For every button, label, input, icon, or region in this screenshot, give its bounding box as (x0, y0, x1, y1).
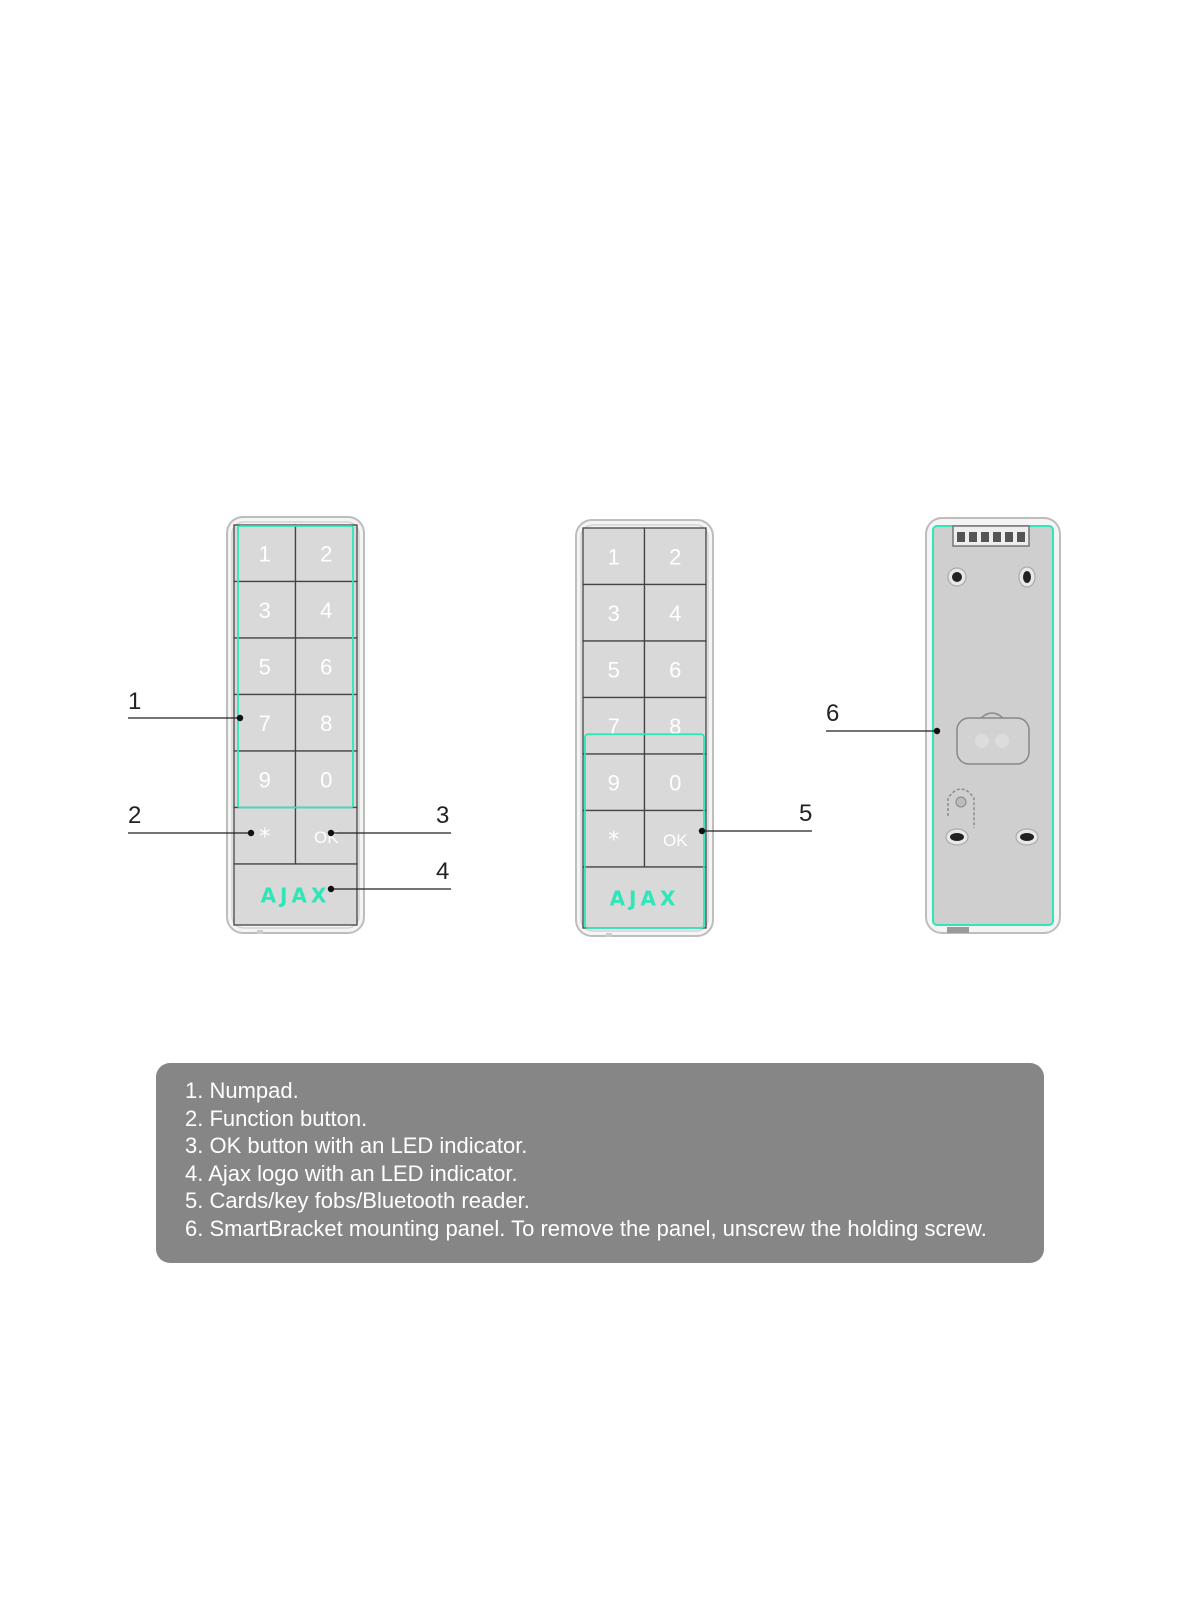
callout-dot (327, 885, 335, 893)
digit-key-label: 7 (608, 714, 620, 739)
front-view-device: 1 2 3 4 5 6 7 8 9 0 * OK AJAX (226, 516, 365, 934)
ajax-logo: AJAX (610, 887, 680, 911)
function-key (233, 806, 297, 865)
ok-key (643, 809, 707, 868)
casing-nub (257, 930, 263, 934)
digit-key-label: 5 (259, 654, 271, 679)
digit-key-label: 2 (320, 541, 332, 566)
function-key-label: * (608, 828, 619, 853)
callout-number: 6 (826, 700, 839, 727)
screw-hole-center (950, 833, 964, 841)
digit-key (643, 696, 707, 755)
callout-number: 3 (436, 802, 449, 829)
casing-nub (606, 933, 612, 937)
digit-key-label: 7 (259, 711, 271, 736)
ok-key-label: OK (314, 828, 339, 847)
digit-key-label: 8 (320, 711, 332, 736)
callout-number: 5 (799, 800, 812, 827)
callout-dot (236, 714, 244, 722)
connector-pin (993, 532, 1001, 542)
mounting-slot-icon (956, 717, 1030, 765)
function-key-label: * (259, 825, 270, 850)
function-key (582, 809, 646, 868)
slot-dot (995, 734, 1009, 748)
callouts: 1 2 3 4 5 6 (128, 688, 941, 893)
connector-pin (1017, 532, 1025, 542)
logo-panel (233, 863, 358, 926)
legend-item: 3. OK button with an LED indicator. (185, 1133, 528, 1159)
digit-key-label: 1 (259, 541, 271, 566)
digit-key (582, 527, 646, 586)
digit-key-label: 3 (259, 598, 271, 623)
legend-item: 4. Ajax logo with an LED indicator. (185, 1160, 518, 1186)
callout-dot (327, 829, 335, 837)
legend-item: 1. Numpad. (185, 1078, 299, 1103)
legend-panel: 1. Numpad. 2. Function button. 3. OK but… (156, 1063, 1044, 1263)
digit-key-label: 5 (608, 657, 620, 682)
digit-key (233, 524, 297, 583)
callout-number: 2 (128, 802, 141, 829)
digit-key-label: 0 (320, 767, 332, 792)
legend-item: 5. Cards/key fobs/Bluetooth reader. (185, 1188, 530, 1214)
legend-item: 2. Function button. (185, 1105, 368, 1131)
digit-key-label: 3 (608, 601, 620, 626)
digit-key (582, 583, 646, 642)
digit-key (294, 750, 358, 809)
callout-dot (933, 727, 941, 735)
digit-key (582, 640, 646, 699)
ajax-logo: AJAX (261, 884, 331, 908)
digit-key-label: 1 (608, 544, 620, 569)
digit-key-label: 4 (669, 601, 681, 626)
digit-key (582, 696, 646, 755)
slot-arc (980, 712, 1004, 719)
digit-key (643, 527, 707, 586)
callout-number: 1 (128, 688, 141, 715)
connector-pin (957, 532, 965, 542)
screw-hole-center (1023, 571, 1031, 583)
front-view-device-reader: 1 2 3 4 5 6 7 8 9 0 * OK AJAX (575, 519, 714, 937)
legend-list: 1. Numpad. 2. Function button. 3. OK but… (185, 1077, 1028, 1243)
screw-hole-center (1020, 833, 1034, 841)
digit-key-label: 8 (669, 714, 681, 739)
digit-key (233, 693, 297, 752)
legend-item: 6. SmartBracket mounting panel. To remov… (185, 1215, 987, 1241)
connector-pin (981, 532, 989, 542)
callout-dot (247, 829, 255, 837)
digit-key-label: 9 (608, 770, 620, 795)
digit-key (643, 753, 707, 812)
holding-screw (955, 796, 967, 808)
numpad-highlight (237, 525, 354, 809)
digit-key-label: 4 (320, 598, 332, 623)
digit-key (233, 637, 297, 696)
callout-number: 4 (436, 858, 449, 885)
screw-hole-center (952, 572, 962, 582)
ok-key-label: OK (663, 831, 688, 850)
digit-key-label: 9 (259, 767, 271, 792)
digit-key-label: 6 (320, 654, 332, 679)
digit-key-label: 6 (669, 657, 681, 682)
casing-nub (947, 927, 969, 933)
callout-dot (698, 827, 706, 835)
digit-key-label: 0 (669, 770, 681, 795)
device-inner-rim (580, 524, 709, 932)
digit-key-label: 2 (669, 544, 681, 569)
connector-pin (1005, 532, 1013, 542)
connector-pin (969, 532, 977, 542)
back-view-device (925, 517, 1061, 934)
digit-key (643, 640, 707, 699)
holding-screw-tab (947, 788, 975, 828)
device-inner-rim (231, 521, 360, 929)
digit-key (233, 750, 297, 809)
logo-panel (582, 866, 707, 929)
slot-dot (975, 734, 989, 748)
